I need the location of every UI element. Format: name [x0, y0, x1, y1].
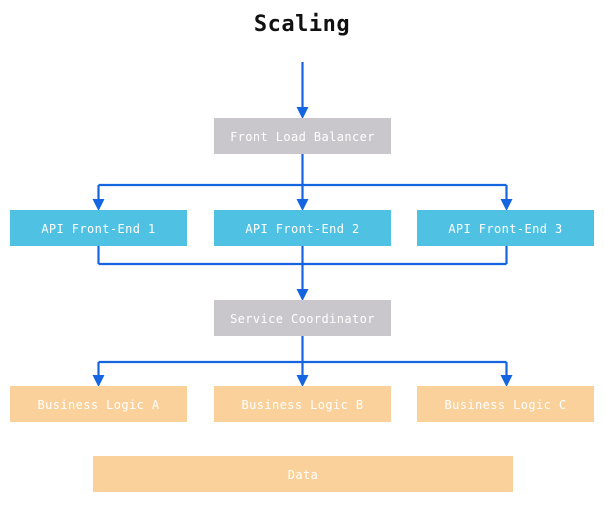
node-api-front-end-3[interactable]: API Front-End 3 [417, 210, 594, 246]
node-api-front-end-2-box[interactable] [214, 210, 391, 246]
node-front-load-balancer-box[interactable] [214, 118, 391, 154]
node-service-coordinator-box[interactable] [214, 300, 391, 336]
node-data-label: Data [288, 468, 319, 482]
edge-group-coordinator-to-business-logic [92, 336, 513, 387]
node-business-logic-c[interactable]: Business Logic C [417, 386, 594, 422]
edge-ingress-to-load-balancer [296, 62, 309, 119]
node-api-front-end-1[interactable]: API Front-End 1 [10, 210, 187, 246]
node-business-logic-b[interactable]: Business Logic B [214, 386, 391, 422]
node-business-logic-c-box[interactable] [417, 386, 594, 422]
node-api-front-end-2[interactable]: API Front-End 2 [214, 210, 391, 246]
node-front-load-balancer[interactable]: Front Load Balancer [214, 118, 391, 154]
edge-load-balancer-to-api-1 [92, 185, 105, 211]
edge-coordinator-to-business-logic-c [500, 362, 513, 387]
node-service-coordinator[interactable]: Service Coordinator [214, 300, 391, 336]
node-data-box[interactable] [93, 456, 513, 492]
node-front-load-balancer-label: Front Load Balancer [230, 130, 375, 144]
connector-layer [92, 62, 513, 387]
edge-coordinator-to-business-logic-a [92, 362, 105, 387]
edge-group-api-to-coordinator [97, 246, 508, 301]
node-api-front-end-3-label: API Front-End 3 [448, 222, 562, 236]
node-api-front-end-2-label: API Front-End 2 [245, 222, 359, 236]
node-data[interactable]: Data [93, 456, 513, 492]
node-business-logic-b-label: Business Logic B [242, 398, 364, 412]
node-api-front-end-3-box[interactable] [417, 210, 594, 246]
node-layer: Front Load Balancer API Front-End 1 API … [10, 118, 594, 492]
edge-coordinator-to-business-logic-b [296, 362, 309, 387]
node-api-front-end-1-label: API Front-End 1 [41, 222, 155, 236]
edge-group-load-balancer-to-api [92, 154, 513, 211]
node-business-logic-b-box[interactable] [214, 386, 391, 422]
page-title: Scaling [254, 12, 350, 37]
node-api-front-end-1-box[interactable] [10, 210, 187, 246]
node-business-logic-a[interactable]: Business Logic A [10, 386, 187, 422]
edge-load-balancer-to-api-2 [296, 185, 309, 211]
node-service-coordinator-label: Service Coordinator [230, 312, 375, 326]
node-business-logic-a-box[interactable] [10, 386, 187, 422]
edge-load-balancer-to-api-3 [500, 185, 513, 211]
node-business-logic-c-label: Business Logic C [445, 398, 567, 412]
node-business-logic-a-label: Business Logic A [38, 398, 160, 412]
